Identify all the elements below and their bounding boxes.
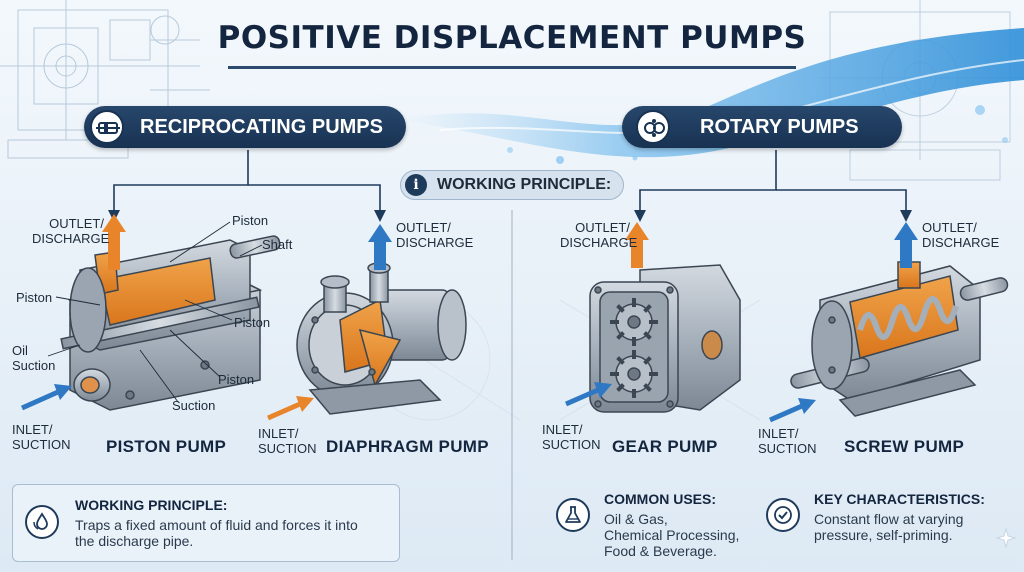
diaphragm-pump-illustration [296,262,467,415]
piston-inlet-label: INLET/ SUCTION [12,422,71,452]
screw-outlet-label: OUTLET/ DISCHARGE [922,220,1000,250]
common-uses-title: COMMON USES: [604,491,716,507]
piston-part-label-shaft: Shaft [262,237,293,252]
pump-cylinder-icon [90,110,124,144]
reciprocating-label: RECIPROCATING PUMPS [140,116,383,138]
piston-outlet-arrow [102,214,126,270]
piston-part-label-piston-bottom: Piston [218,372,255,387]
sparkle-icon [996,528,1016,548]
gear-outlet-arrow [625,222,649,268]
page-title: POSITIVE DISPLACEMENT PUMPS [217,20,807,56]
working-principle-pill: i WORKING PRINCIPLE: [400,170,624,200]
piston-part-label-piston-mid: Piston [234,315,271,330]
key-characteristics-title: KEY CHARACTERISTICS: [814,491,985,507]
info-icon: i [405,174,427,196]
screw-outlet-arrow [894,222,918,268]
common-uses-text: Oil & Gas, Chemical Processing, Food & B… [604,511,740,559]
piston-part-label-oil-suction: Oil Suction [12,343,56,373]
diaphragm-inlet-arrow [266,396,314,421]
diaphragm-outlet-arrow [368,224,392,270]
flask-icon [556,498,590,532]
piston-outlet-label: OUTLET/ DISCHARGE [32,216,110,246]
gear-inlet-label: INLET/ SUCTION [542,422,601,452]
rotary-banner: ROTARY PUMPS [622,106,902,148]
screw-pump-illustration [790,261,1009,417]
gear-rotor-icon [636,110,670,144]
gear-inlet-arrow [564,382,612,407]
diaphragm-inlet-label: INLET/ SUCTION [258,426,317,456]
working-principle-title: WORKING PRINCIPLE: [75,497,228,513]
piston-pump-leader-lines [47,221,263,403]
working-principle-pill-label: WORKING PRINCIPLE: [437,176,612,193]
title-underline [228,66,796,69]
rotary-label: ROTARY PUMPS [700,116,859,138]
gear-pump-name: GEAR PUMP [612,437,718,456]
gear-outlet-label: OUTLET/ DISCHARGE [560,220,638,250]
piston-part-label-suction: Suction [172,398,216,413]
gear-pump-illustration [589,264,741,413]
piston-pump-name: PISTON PUMP [106,437,227,456]
screw-pump-name: SCREW PUMP [844,437,965,456]
piston-inlet-arrow [20,384,72,411]
key-characteristics-text: Constant flow at varying pressure, self-… [814,511,964,543]
piston-part-label-piston-left: Piston [16,290,53,305]
piston-part-label-piston-top: Piston [232,213,269,228]
screw-inlet-label: INLET/ SUCTION [758,426,817,456]
diaphragm-pump-name: DIAPHRAGM PUMP [326,437,489,456]
working-principle-box: WORKING PRINCIPLE: Traps a fixed amount … [12,484,400,562]
diaphragm-outlet-label: OUTLET/ DISCHARGE [396,220,474,250]
droplet-cycle-icon [25,505,59,539]
screw-inlet-arrow [768,398,816,423]
reciprocating-banner: RECIPROCATING PUMPS [84,106,406,148]
check-circle-icon [766,498,800,532]
working-principle-text: Traps a fixed amount of fluid and forces… [75,517,358,549]
